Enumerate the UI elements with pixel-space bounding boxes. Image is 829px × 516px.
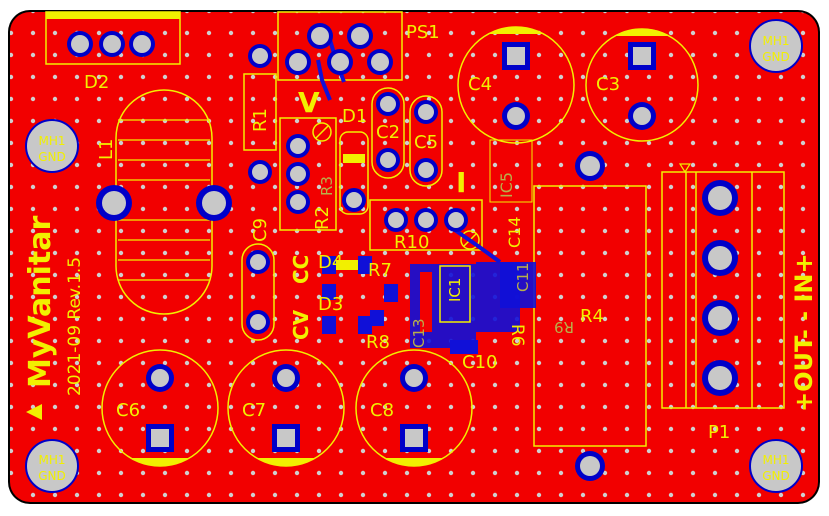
designator-c6: C6	[116, 400, 140, 421]
c2-outline	[371, 87, 405, 179]
designator-r1: R1	[250, 108, 271, 132]
brand-logo-icon	[26, 404, 42, 420]
cv-label: CV	[289, 309, 313, 340]
p1-outline	[661, 171, 785, 409]
designator-r7: R7	[368, 260, 392, 281]
r4-outline	[533, 185, 647, 447]
r2-outline	[279, 117, 337, 231]
designator-d1: D1	[342, 106, 367, 127]
current-adjust-label: I	[456, 166, 466, 199]
designator-ic1: IC1	[446, 278, 464, 302]
designator-c5: C5	[414, 132, 438, 153]
designator-d2: D2	[84, 72, 109, 93]
designator-c11: C11	[514, 262, 532, 292]
svg-text:GND: GND	[762, 50, 790, 64]
mounting-hole-left: MH1 GND	[25, 119, 79, 173]
designator-l1: L1	[96, 139, 117, 160]
designator-c3: C3	[596, 74, 620, 95]
designator-p1: P1	[708, 422, 730, 443]
svg-text:MH1: MH1	[38, 134, 65, 148]
d1-outline	[339, 131, 369, 215]
c9-outline	[241, 243, 275, 341]
bottom-smd-area	[322, 256, 536, 354]
designator-c10: C10	[462, 352, 497, 373]
svg-text:GND: GND	[38, 469, 66, 483]
svg-text:GND: GND	[38, 150, 66, 164]
date-revision: 2021-09 Rev.1.5	[65, 257, 85, 396]
svg-text:MH1: MH1	[762, 34, 789, 48]
designator-r8: R8	[366, 332, 390, 353]
designator-r10: R10	[394, 232, 429, 253]
l1-windings	[118, 119, 210, 281]
svg-text:MH1: MH1	[38, 453, 65, 467]
designator-c14: C14	[505, 216, 524, 248]
designator-c9: C9	[250, 218, 271, 242]
designator-r2: R2	[312, 206, 333, 230]
designator-c2: C2	[376, 122, 400, 143]
tht-pads	[67, 23, 738, 481]
r2-adjust	[312, 122, 332, 142]
designator-ps1: PS1	[406, 22, 440, 43]
designator-d3: D3	[318, 294, 343, 315]
designator-c8: C8	[370, 400, 394, 421]
designator-r6: R6	[507, 324, 527, 347]
cc-label: CC	[289, 255, 313, 284]
ps1-outline	[277, 11, 403, 81]
designator-c13: C13	[410, 318, 428, 348]
r1-outline	[243, 73, 277, 151]
mounting-hole-tl: MH1 GND	[749, 19, 803, 73]
designator-ic5: IC5	[497, 172, 516, 198]
brand-name: MyVanitar	[23, 216, 58, 388]
mounting-hole-bl: MH1 GND	[25, 439, 79, 493]
mounting-hole-br: MH1 GND	[749, 439, 803, 493]
r10-outline	[369, 199, 483, 251]
svg-text:GND: GND	[762, 469, 790, 483]
designator-r9: R9	[554, 318, 574, 336]
connector-polarity-label: +OUT- - IN+	[790, 253, 818, 412]
voltage-adjust-label: V	[298, 86, 320, 119]
svg-text:MH1: MH1	[762, 453, 789, 467]
designator-c4: C4	[468, 74, 492, 95]
designator-d4: D4	[318, 252, 343, 273]
designator-r4: R4	[580, 306, 604, 327]
designator-r3: R3	[318, 176, 336, 196]
d2-tab	[46, 12, 180, 19]
c5-outline	[409, 95, 443, 187]
designator-c7: C7	[242, 400, 266, 421]
ic5-outline	[489, 139, 533, 203]
